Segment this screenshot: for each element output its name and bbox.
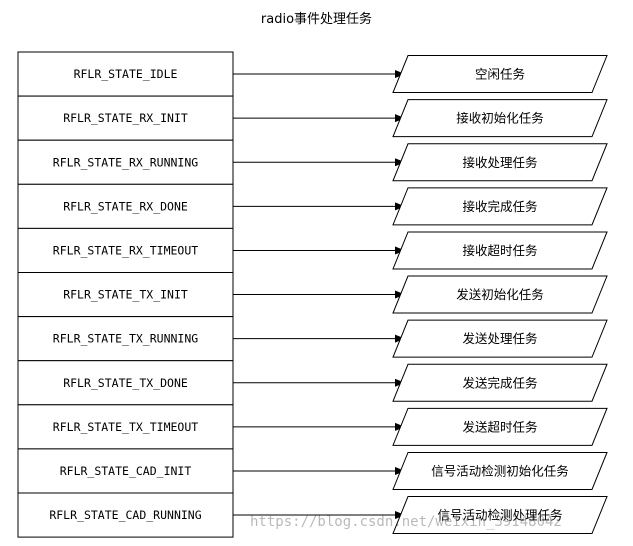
state-box	[17, 360, 234, 406]
task-shape	[392, 187, 608, 226]
task-shape	[392, 407, 608, 446]
task-label: 接收超时任务	[462, 243, 537, 258]
state-box	[17, 316, 234, 362]
task-shape	[392, 363, 608, 402]
state-label: RFLR_STATE_TX_TIMEOUT	[53, 420, 198, 434]
state-label: RFLR_STATE_RX_DONE	[63, 199, 188, 213]
task-label: 接收完成任务	[462, 199, 537, 214]
state-label: RFLR_STATE_RX_INIT	[63, 111, 188, 125]
state-box	[17, 404, 234, 450]
task-shape	[392, 319, 608, 358]
task-shape	[392, 99, 608, 138]
task-label: 信号活动检测处理任务	[437, 508, 562, 523]
task-column: 空闲任务接收初始化任务接收处理任务接收完成任务接收超时任务发送初始化任务发送处理…	[392, 55, 608, 535]
state-box	[17, 272, 234, 318]
state-box	[17, 492, 234, 538]
state-label: RFLR_STATE_CAD_RUNNING	[49, 508, 201, 522]
task-label: 信号活动检测初始化任务	[431, 463, 569, 478]
state-label: RFLR_STATE_RX_TIMEOUT	[53, 243, 198, 257]
state-label: RFLR_STATE_IDLE	[74, 67, 178, 81]
task-shape	[392, 451, 608, 490]
state-column: RFLR_STATE_IDLE RFLR_STATE_RX_INIT RFLR_ST…	[17, 51, 234, 538]
task-shape	[392, 231, 608, 270]
task-shape	[392, 275, 608, 314]
state-label: RFLR_STATE_TX_DONE	[63, 376, 188, 390]
task-label: 空闲任务	[475, 67, 525, 82]
task-label: 接收处理任务	[462, 155, 537, 170]
state-box	[17, 227, 234, 273]
task-shape	[392, 143, 608, 182]
arrow-column	[233, 70, 405, 520]
watermark-url: https://blog.csdn.net/weixin_39148042	[250, 514, 562, 530]
state-label: RFLR_STATE_TX_INIT	[63, 288, 188, 302]
task-shape	[392, 55, 608, 94]
task-shape	[392, 496, 608, 535]
task-label: 接收初始化任务	[456, 111, 544, 126]
diagram-title: radio事件处理任务	[260, 12, 373, 27]
task-label: 发送处理任务	[462, 331, 537, 346]
task-label: 发送超时任务	[462, 419, 537, 434]
state-label: RFLR_STATE_RX_RUNNING	[53, 155, 198, 169]
state-label: RFLR_STATE_TX_RUNNING	[53, 332, 198, 346]
task-label: 发送初始化任务	[456, 287, 544, 302]
task-label: 发送完成任务	[462, 375, 537, 390]
state-label: RFLR_STATE_CAD_INIT	[60, 464, 192, 478]
